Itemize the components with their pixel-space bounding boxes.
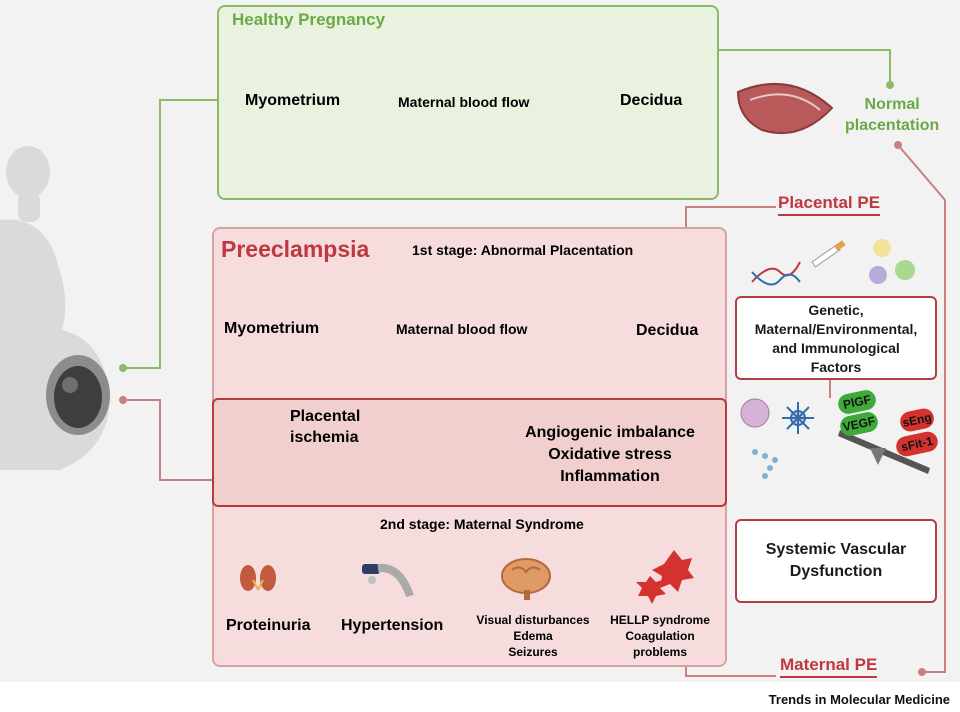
placenta-icon-normal bbox=[736, 82, 834, 135]
cigarette-icon bbox=[811, 240, 846, 268]
tornado-icon bbox=[752, 449, 778, 479]
factors-box: Genetic, Maternal/Environmental, and Imm… bbox=[735, 296, 937, 380]
outcome-inflammation: Inflammation bbox=[560, 468, 660, 485]
stage1-label: 1st stage: Abnormal Placentation bbox=[412, 242, 634, 258]
stage2-label: 2nd stage: Maternal Syndrome bbox=[380, 516, 584, 532]
systemic-dysfunction-box: Systemic Vascular Dysfunction bbox=[735, 519, 937, 603]
healthy-decidua-label: Decidua bbox=[620, 92, 683, 109]
maternal-pe-label: Maternal PE bbox=[780, 655, 878, 678]
healthy-blood-flow-label: Maternal blood flow bbox=[398, 94, 530, 110]
symptom-hellp: HELLP syndrome Coagulation problems bbox=[610, 613, 710, 659]
outcome-oxidative: Oxidative stress bbox=[548, 446, 672, 463]
outcome-angiogenic: Angiogenic imbalance bbox=[525, 424, 695, 441]
symptom-hypertension: Hypertension bbox=[341, 617, 444, 634]
pe-decidua-label: Decidua bbox=[636, 322, 699, 339]
preeclampsia-title: Preeclampsia bbox=[221, 236, 370, 262]
brain-icon bbox=[500, 556, 552, 602]
vesicle-icon bbox=[740, 398, 770, 428]
symptom-neuro: Visual disturbances Edema Seizures bbox=[476, 613, 590, 659]
footer-journal-name: Trends in Molecular Medicine bbox=[768, 692, 950, 707]
platelet-icon bbox=[636, 546, 694, 604]
placental-ischemia-panel bbox=[212, 398, 727, 507]
balance-scale-icon bbox=[838, 430, 930, 474]
normal-placentation-label: Normal placentation bbox=[845, 96, 940, 134]
healthy-myometrium-label: Myometrium bbox=[245, 92, 341, 109]
placental-pe-label: Placental PE bbox=[778, 193, 881, 216]
kidney-icon bbox=[238, 560, 278, 596]
ischemia-outcomes: Angiogenic imbalance Oxidative stress In… bbox=[500, 422, 720, 488]
virus-icon bbox=[782, 402, 814, 434]
immune-cells-icon bbox=[869, 239, 915, 284]
healthy-title: Healthy Pregnancy bbox=[232, 10, 386, 29]
healthy-pregnancy-panel bbox=[217, 5, 719, 200]
dna-icon bbox=[751, 261, 801, 286]
pe-myometrium-label: Myometrium bbox=[224, 320, 320, 337]
ischemia-label: Placental ischemia bbox=[290, 408, 361, 446]
pe-blood-flow-label: Maternal blood flow bbox=[396, 321, 528, 337]
symptom-proteinuria: Proteinuria bbox=[226, 617, 311, 634]
blood-pressure-cuff-icon bbox=[360, 556, 420, 606]
